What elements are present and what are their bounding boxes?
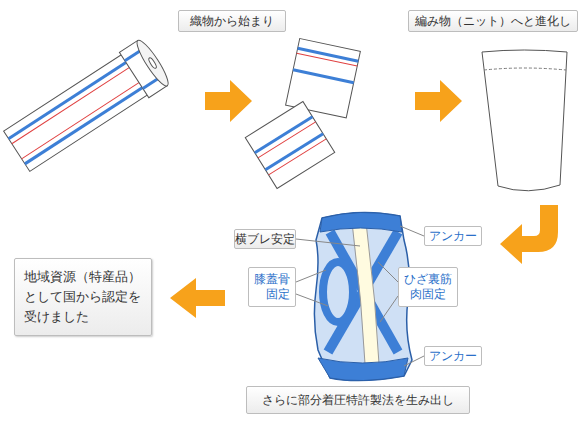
node-text: 編み物（ニット）へと進化し	[415, 14, 571, 29]
node-text: アンカー	[429, 229, 477, 244]
node-text: ひざ裏筋肉固定	[399, 272, 457, 302]
flow-arrow	[205, 80, 252, 122]
woven-bent-lower	[245, 102, 334, 189]
part-label: 膝蓋骨固定	[248, 267, 296, 307]
node-text: 膝蓋骨固定	[254, 272, 290, 302]
flow-arrow	[170, 278, 225, 318]
step-caption: 織物から始まり	[178, 10, 286, 32]
node-text: さらに部分着圧特許製法を生み出し	[262, 393, 454, 408]
node-text: 織物から始まり	[190, 14, 274, 29]
step-caption: さらに部分着圧特許製法を生み出し	[246, 386, 470, 414]
part-label: アンカー	[424, 346, 482, 366]
knit-sleeve	[482, 50, 567, 191]
woven-roll	[2, 37, 172, 174]
part-label: ひざ裏筋肉固定	[398, 267, 458, 307]
part-label: 横ブレ安定	[234, 229, 296, 249]
node-text: 横ブレ安定	[235, 232, 295, 247]
flow-arrow	[415, 80, 462, 122]
step-caption: 編み物（ニット）へと進化し	[408, 10, 578, 32]
node-text: アンカー	[429, 349, 477, 364]
part-label: アンカー	[424, 226, 482, 246]
result-box: 地域資源（特産品）として国から認定を受けました	[14, 258, 152, 336]
node-text: 地域資源（特産品）として国から認定を受けました	[24, 267, 142, 327]
flow-arrow	[500, 205, 558, 264]
